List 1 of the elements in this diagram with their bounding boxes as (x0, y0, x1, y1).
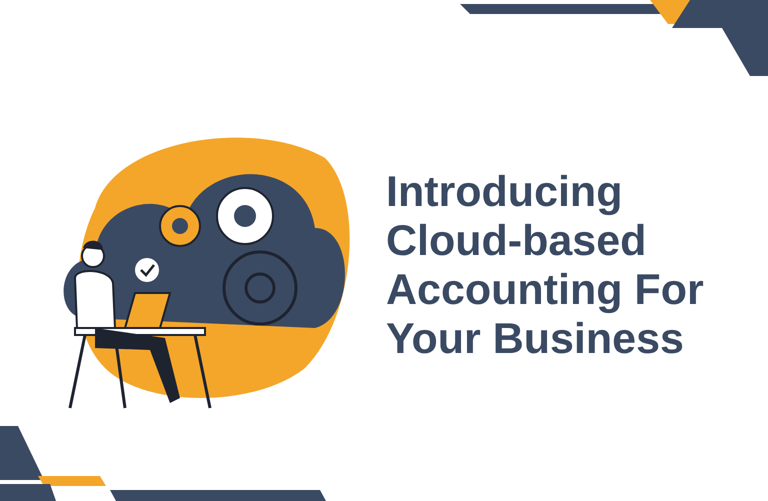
headline: Introducing Cloud-based Accounting For Your Business (386, 168, 705, 364)
